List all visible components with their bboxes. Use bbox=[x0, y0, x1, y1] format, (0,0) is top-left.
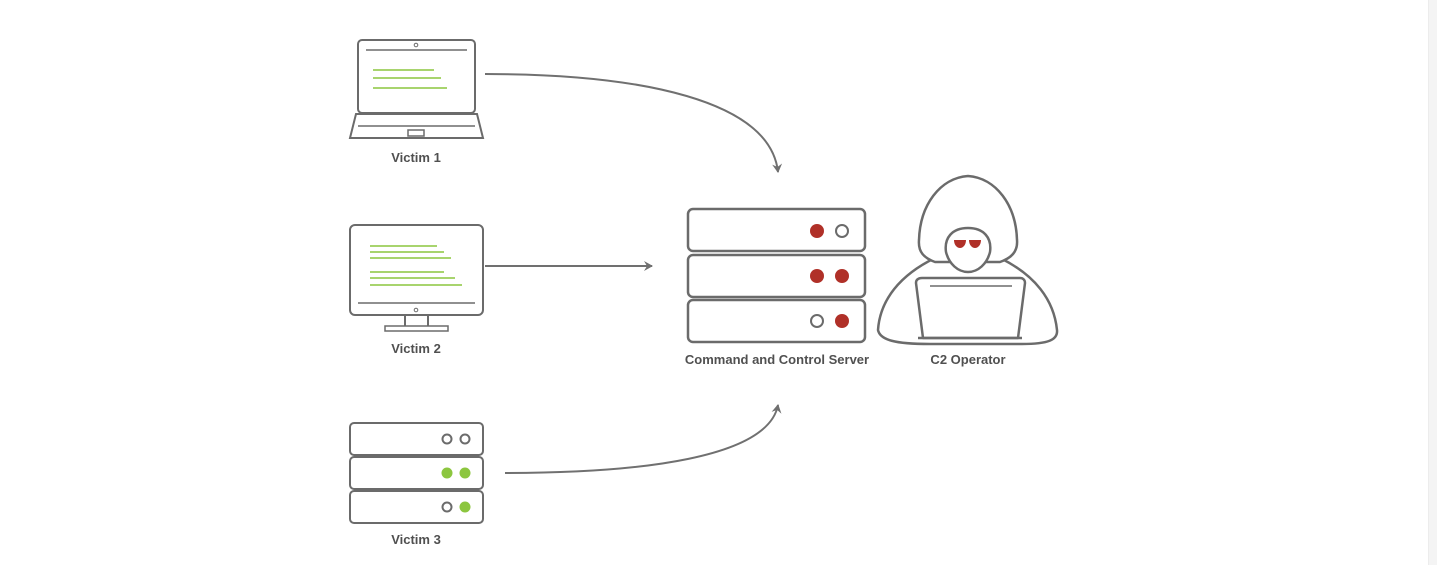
server-rack-icon bbox=[349, 422, 484, 524]
led-off bbox=[441, 501, 453, 513]
server-rack-icon bbox=[686, 207, 867, 344]
led-green bbox=[459, 501, 471, 513]
led-green bbox=[441, 467, 453, 479]
led-red bbox=[835, 314, 849, 328]
led-red bbox=[835, 269, 849, 283]
led-off bbox=[810, 314, 824, 328]
desktop-monitor-icon bbox=[349, 224, 484, 332]
hooded-hacker-icon bbox=[876, 174, 1059, 346]
victim1-label: Victim 1 bbox=[391, 150, 441, 165]
red-eyes-icon bbox=[954, 240, 981, 248]
led-off bbox=[835, 224, 849, 238]
led-red bbox=[810, 269, 824, 283]
led-red bbox=[810, 224, 824, 238]
laptop-icon bbox=[348, 39, 485, 139]
edge-victim3-to-server bbox=[504, 404, 782, 474]
victim2-label: Victim 2 bbox=[391, 341, 441, 356]
led-off bbox=[459, 433, 471, 445]
scrollbar-track[interactable] bbox=[1428, 0, 1437, 565]
led-off bbox=[441, 433, 453, 445]
victim3-label: Victim 3 bbox=[391, 532, 441, 547]
edges bbox=[484, 73, 783, 474]
c2-operator-label: C2 Operator bbox=[930, 352, 1006, 367]
edge-victim1-to-server bbox=[484, 73, 783, 173]
c2-server-label: Command and Control Server bbox=[684, 352, 870, 367]
led-green bbox=[459, 467, 471, 479]
